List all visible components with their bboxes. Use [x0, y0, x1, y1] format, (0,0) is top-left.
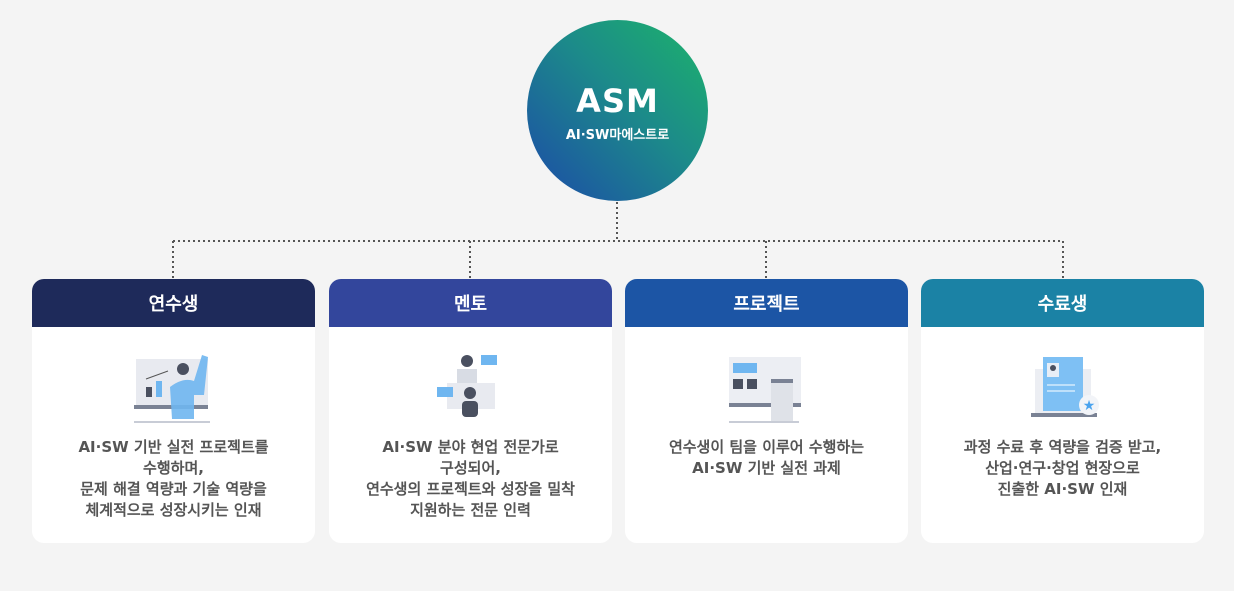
certified-profile-icon: ★ [1031, 357, 1099, 417]
svg-text:★: ★ [1083, 398, 1096, 414]
card-description: 연수생이 팀을 이루어 수행하는 AI·SW 기반 실전 과제 [668, 438, 865, 477]
center-title: ASM [576, 82, 659, 120]
card-description: AI·SW 분야 현업 전문가로 구성되어, 연수생의 프로젝트와 성장을 밀착… [366, 438, 575, 519]
card-description: AI·SW 기반 실전 프로젝트를 수행하며, 문제 해결 역량과 기술 역량을… [78, 438, 269, 519]
card-header: 연수생 [32, 279, 315, 327]
card-description: 과정 수료 후 역량을 검증 받고, 산업·연구·창업 현장으로 진출한 AI·… [963, 438, 1162, 498]
mentoring-chat-icon [437, 355, 497, 417]
card-mentor: 멘토 AI·SW 분야 현업 전문가로 구성되어, 연수생의 프로젝트와 성장을… [329, 279, 612, 543]
card-graduate: 수료생 ★ 과정 수료 후 역량을 검증 받고, 산업·연구·창업 현장으로 진… [921, 279, 1204, 543]
card-project: 프로젝트 연수생이 팀을 이루어 수행하는 AI·SW 기반 실전 과제 [625, 279, 908, 543]
devices-icon [729, 357, 801, 423]
asm-center-node: ASM AI·SW마에스트로 [527, 20, 708, 201]
card-header: 멘토 [329, 279, 612, 327]
center-subtitle: AI·SW마에스트로 [565, 128, 670, 143]
card-header: 프로젝트 [625, 279, 908, 327]
presenter-icon [134, 355, 210, 423]
card-trainee: 연수생 AI·SW 기반 실전 프로젝트를 수행하며, 문제 해결 역량과 기술… [32, 279, 315, 543]
card-header: 수료생 [921, 279, 1204, 327]
